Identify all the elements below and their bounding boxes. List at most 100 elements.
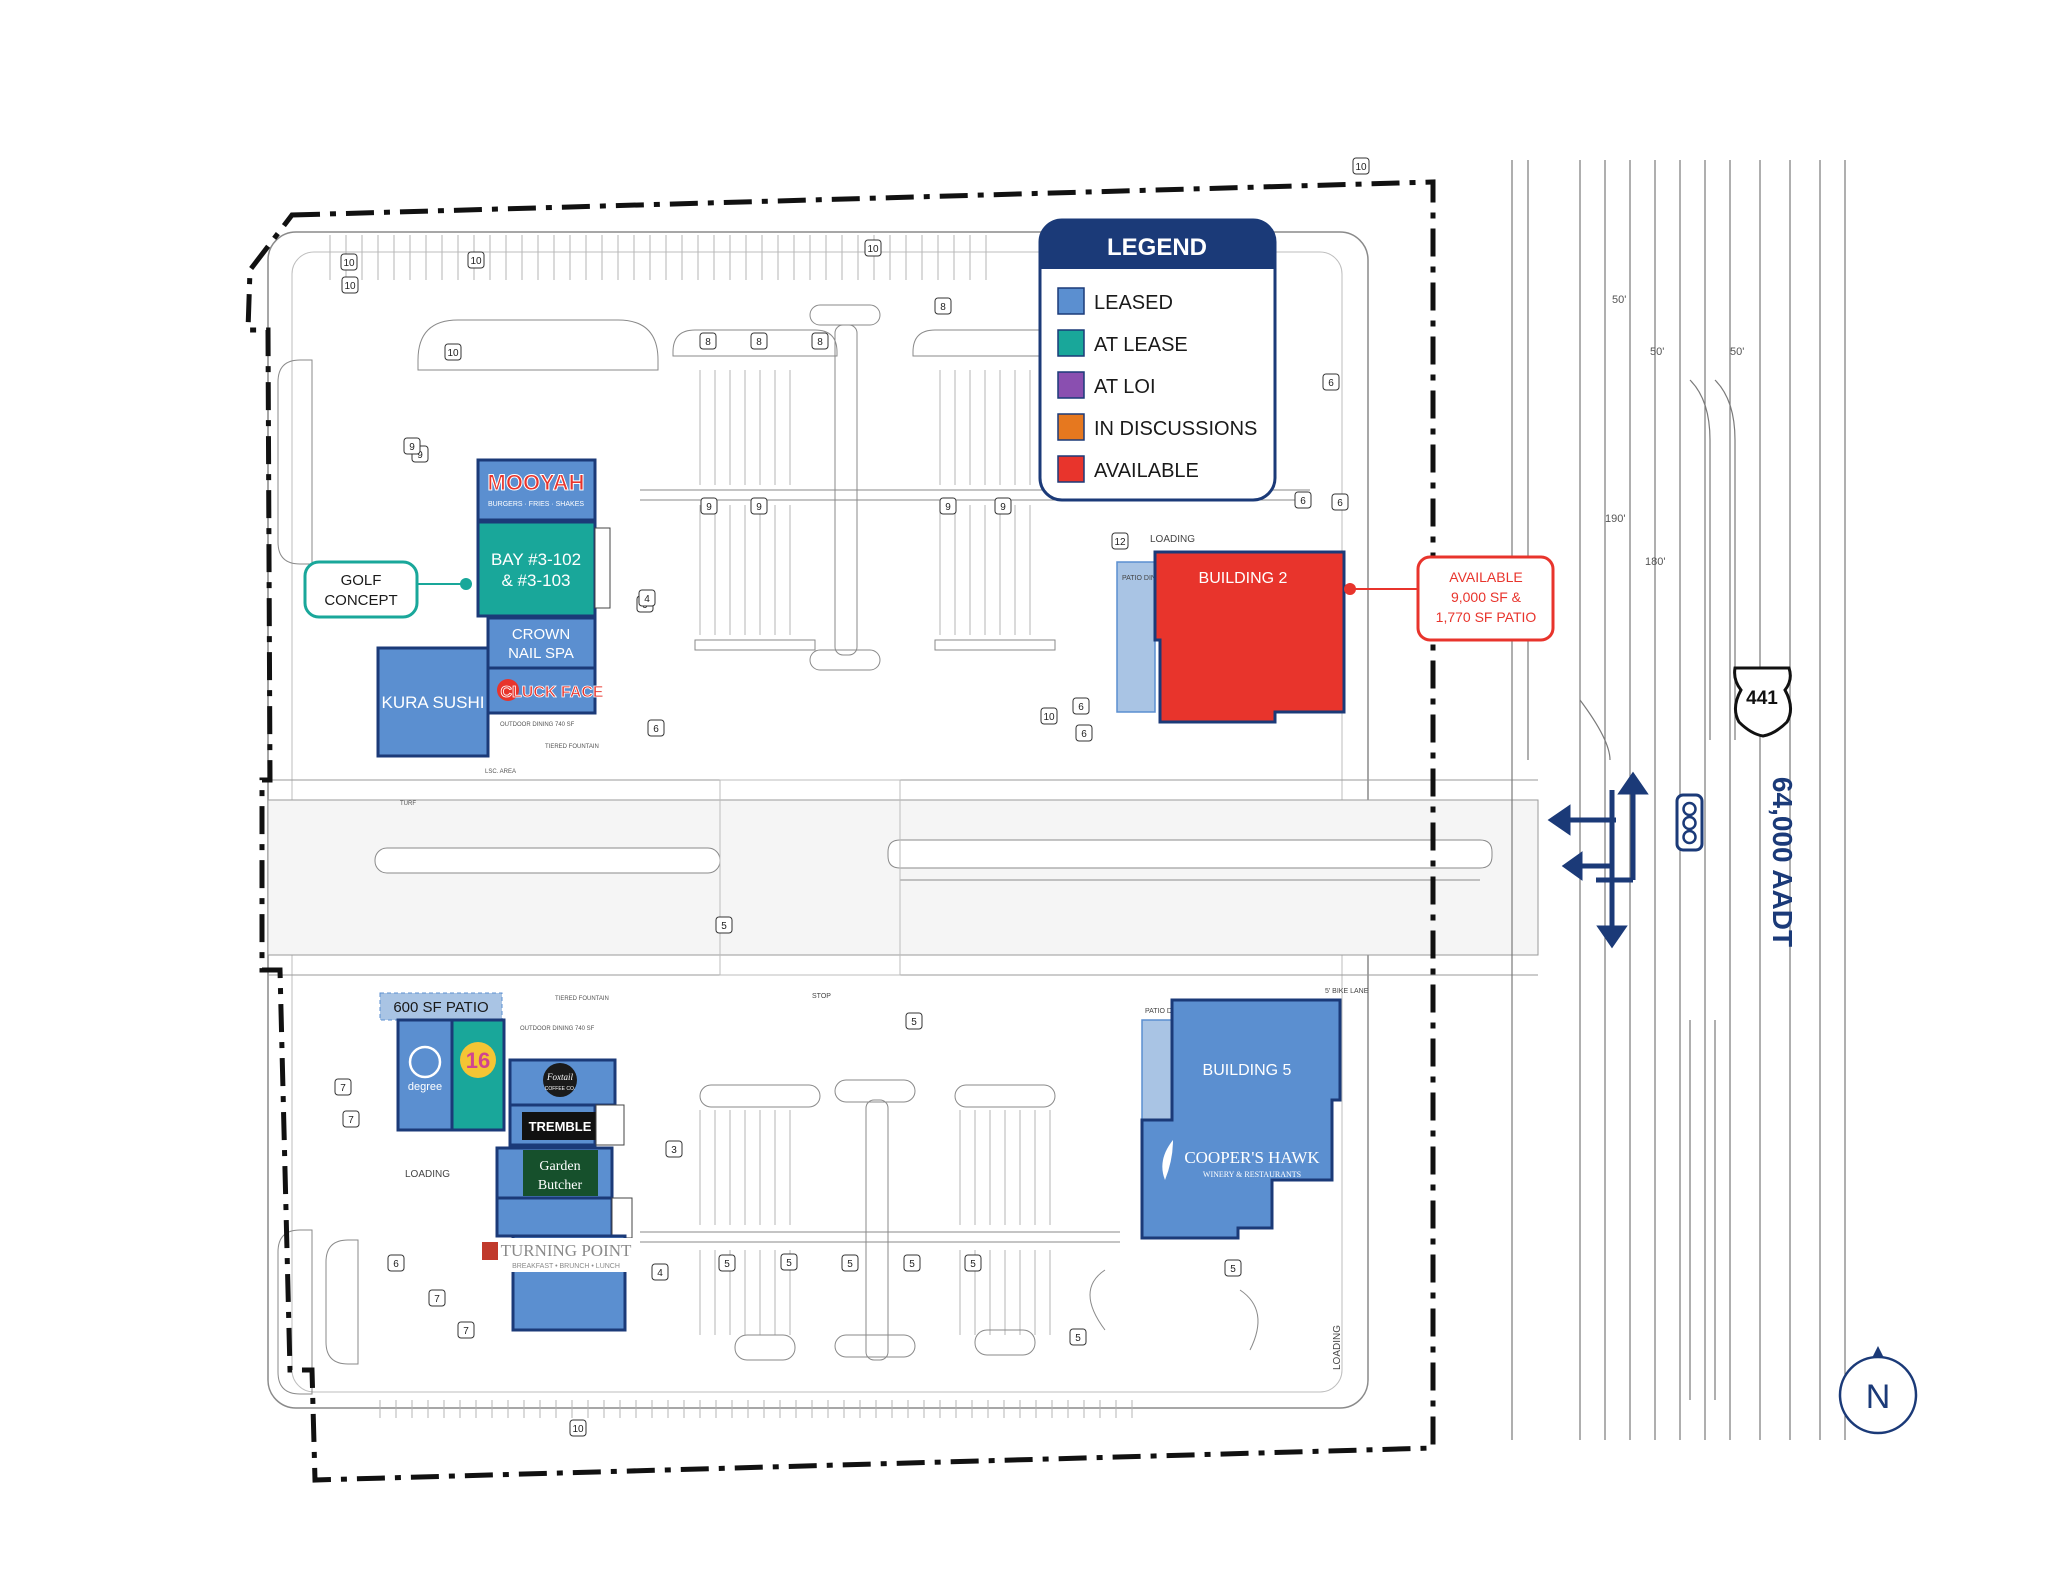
stall-count-badge: 5	[841, 1254, 859, 1272]
stall-count-badge: 7	[334, 1078, 352, 1096]
stall-count-value: 9	[1000, 502, 1006, 513]
lsc-note: LSC. AREA	[485, 769, 516, 775]
parking-stall-counts: 1010101088889999996655555555566441010127…	[334, 157, 1370, 1437]
legend-swatch	[1057, 413, 1085, 441]
chicken-icon	[497, 679, 519, 701]
bike-lane-label: 5' BIKE LANE	[1325, 988, 1369, 995]
stall-count-badge: 4	[651, 1263, 669, 1281]
stall-count-badge: 10	[1040, 707, 1058, 725]
traffic-signal-icon	[1675, 793, 1704, 852]
available-line1: AVAILABLE	[1449, 569, 1522, 585]
stall-count-value: 5	[721, 921, 727, 932]
loading-label-1: LOADING	[1150, 534, 1195, 545]
tremble-label: TREMBLE	[529, 1119, 592, 1134]
stall-count-value: 6	[1328, 378, 1334, 389]
main-drive-aisle	[267, 779, 1539, 976]
legend-title: LEGEND	[1107, 234, 1207, 261]
tenant-unnamed-bay[interactable]	[495, 1196, 614, 1238]
dim-2: 50'	[1650, 346, 1664, 358]
building2-patio	[1116, 561, 1156, 713]
loading-label-3: LOADING	[1332, 1325, 1343, 1370]
stall-count-badge: 8	[934, 297, 952, 315]
golf-concept-callout[interactable]: GOLF CONCEPT	[303, 560, 472, 619]
available-callout[interactable]: AVAILABLE 9,000 SF & 1,770 SF PATIO	[1344, 555, 1555, 642]
legend-swatch	[1057, 455, 1085, 483]
traffic-count: 64,000 AADT	[1767, 777, 1798, 947]
feather-logo-icon	[1162, 1140, 1173, 1180]
building-2[interactable]: PATIO DINING 1,800 SF. BUILDING 2	[1116, 550, 1346, 724]
building5-patio	[1141, 1019, 1173, 1121]
stall-count-badge: 6	[1075, 724, 1093, 742]
kura-label: KURA SUSHI	[382, 693, 485, 712]
stall-count-badge: 9	[403, 437, 421, 455]
dim-3: 50'	[1730, 346, 1744, 358]
stall-count-value: 5	[786, 1258, 792, 1269]
stall-count-badge: 5	[903, 1254, 921, 1272]
stall-count-badge: 6	[1322, 373, 1340, 391]
tenant-bay-3-102[interactable]: BAY #3-102 & #3-103	[476, 520, 597, 618]
stall-count-value: 4	[657, 1268, 663, 1279]
stall-count-value: 10	[572, 1424, 584, 1435]
stop-label: STOP	[812, 993, 831, 1000]
stall-count-value: 8	[756, 337, 762, 348]
legend-label: AVAILABLE	[1094, 460, 1199, 482]
legend-label: AT LEASE	[1094, 334, 1188, 356]
crown-line2: NAIL SPA	[508, 645, 574, 662]
tenant-cluck-face[interactable]: CLUCK FACE	[486, 666, 604, 715]
stall-count-badge: 10	[467, 251, 485, 269]
sixteen-logo-icon	[460, 1042, 496, 1078]
stall-count-badge: 5	[780, 1253, 798, 1271]
dim-1: 50'	[1612, 294, 1626, 306]
tenant-16-handles[interactable]: 16	[450, 1018, 506, 1132]
stall-count-value: 5	[1230, 1264, 1236, 1275]
stall-count-badge: 9	[939, 497, 957, 515]
stall-count-badge: 10	[864, 239, 882, 257]
stall-count-value: 5	[1075, 1333, 1081, 1344]
stall-count-badge: 8	[750, 332, 768, 350]
stall-count-badge: 9	[750, 497, 768, 515]
tenant-crown-nail-spa[interactable]: CROWN NAIL SPA	[486, 616, 597, 670]
legend-swatch	[1057, 329, 1085, 357]
building-5[interactable]: PATIO DINING 1,362 SF. BUILDING 5 COOPER…	[1140, 998, 1342, 1240]
stall-count-value: 7	[463, 1326, 469, 1337]
tenant-garden-butcher[interactable]: Garden Butcher	[495, 1146, 614, 1200]
stall-count-value: 5	[909, 1259, 915, 1270]
bay-line1: BAY #3-102	[491, 550, 581, 569]
stall-count-value: 5	[724, 1259, 730, 1270]
stall-count-badge: 10	[1352, 157, 1370, 175]
bay-line2: & #3-103	[502, 571, 571, 590]
stall-count-badge: 10	[341, 276, 359, 294]
stall-count-value: 7	[348, 1115, 354, 1126]
stall-count-badge: 9	[700, 497, 718, 515]
outdoor-dining-note-1: OUTDOOR DINING 740 SF	[500, 722, 575, 728]
tenant-turning-point[interactable]: TURNING POINT BREAKFAST • BRUNCH • LUNCH	[480, 1234, 638, 1332]
tenant-tremble[interactable]: TREMBLE	[508, 1103, 597, 1147]
tenant-degree[interactable]: degree	[396, 1018, 454, 1132]
stall-count-badge: 6	[1294, 491, 1312, 509]
turf-note: TURF	[400, 801, 416, 807]
tenant-kura-sushi[interactable]: KURA SUSHI	[376, 646, 490, 758]
highway-dimensions: 50' 50' 50' 190' 180'	[1605, 294, 1744, 568]
us-highway-shield-icon: 441	[1733, 666, 1792, 738]
stall-count-value: 8	[817, 337, 823, 348]
stall-count-value: 10	[344, 281, 356, 292]
stall-count-value: 6	[653, 724, 659, 735]
stall-count-value: 9	[706, 502, 712, 513]
stall-count-value: 7	[434, 1294, 440, 1305]
stall-count-badge: 8	[811, 332, 829, 350]
site-notes-south: OUTDOOR DINING 740 SF TIERED FOUNTAIN	[520, 996, 609, 1032]
turning-point-logo-icon	[482, 1242, 498, 1260]
legend-label: IN DISCUSSIONS	[1094, 418, 1257, 440]
stall-count-value: 9	[756, 502, 762, 513]
stall-count-value: 10	[447, 348, 459, 359]
aadt-label: 64,000 AADT	[1767, 777, 1798, 947]
stall-count-badge: 10	[569, 1419, 587, 1437]
outdoor-dining-note-2: OUTDOOR DINING 740 SF	[520, 1026, 595, 1032]
stall-count-value: 9	[945, 502, 951, 513]
stall-count-value: 6	[1300, 496, 1306, 507]
tenant-foxtail-coffee[interactable]: Foxtail COFFEE CO.	[508, 1058, 617, 1107]
compass-letter: N	[1866, 1378, 1891, 1416]
tenant-mooyah[interactable]: MOOYAH BURGERS · FRIES · SHAKES	[476, 458, 597, 522]
stall-count-badge: 6	[1331, 493, 1349, 511]
